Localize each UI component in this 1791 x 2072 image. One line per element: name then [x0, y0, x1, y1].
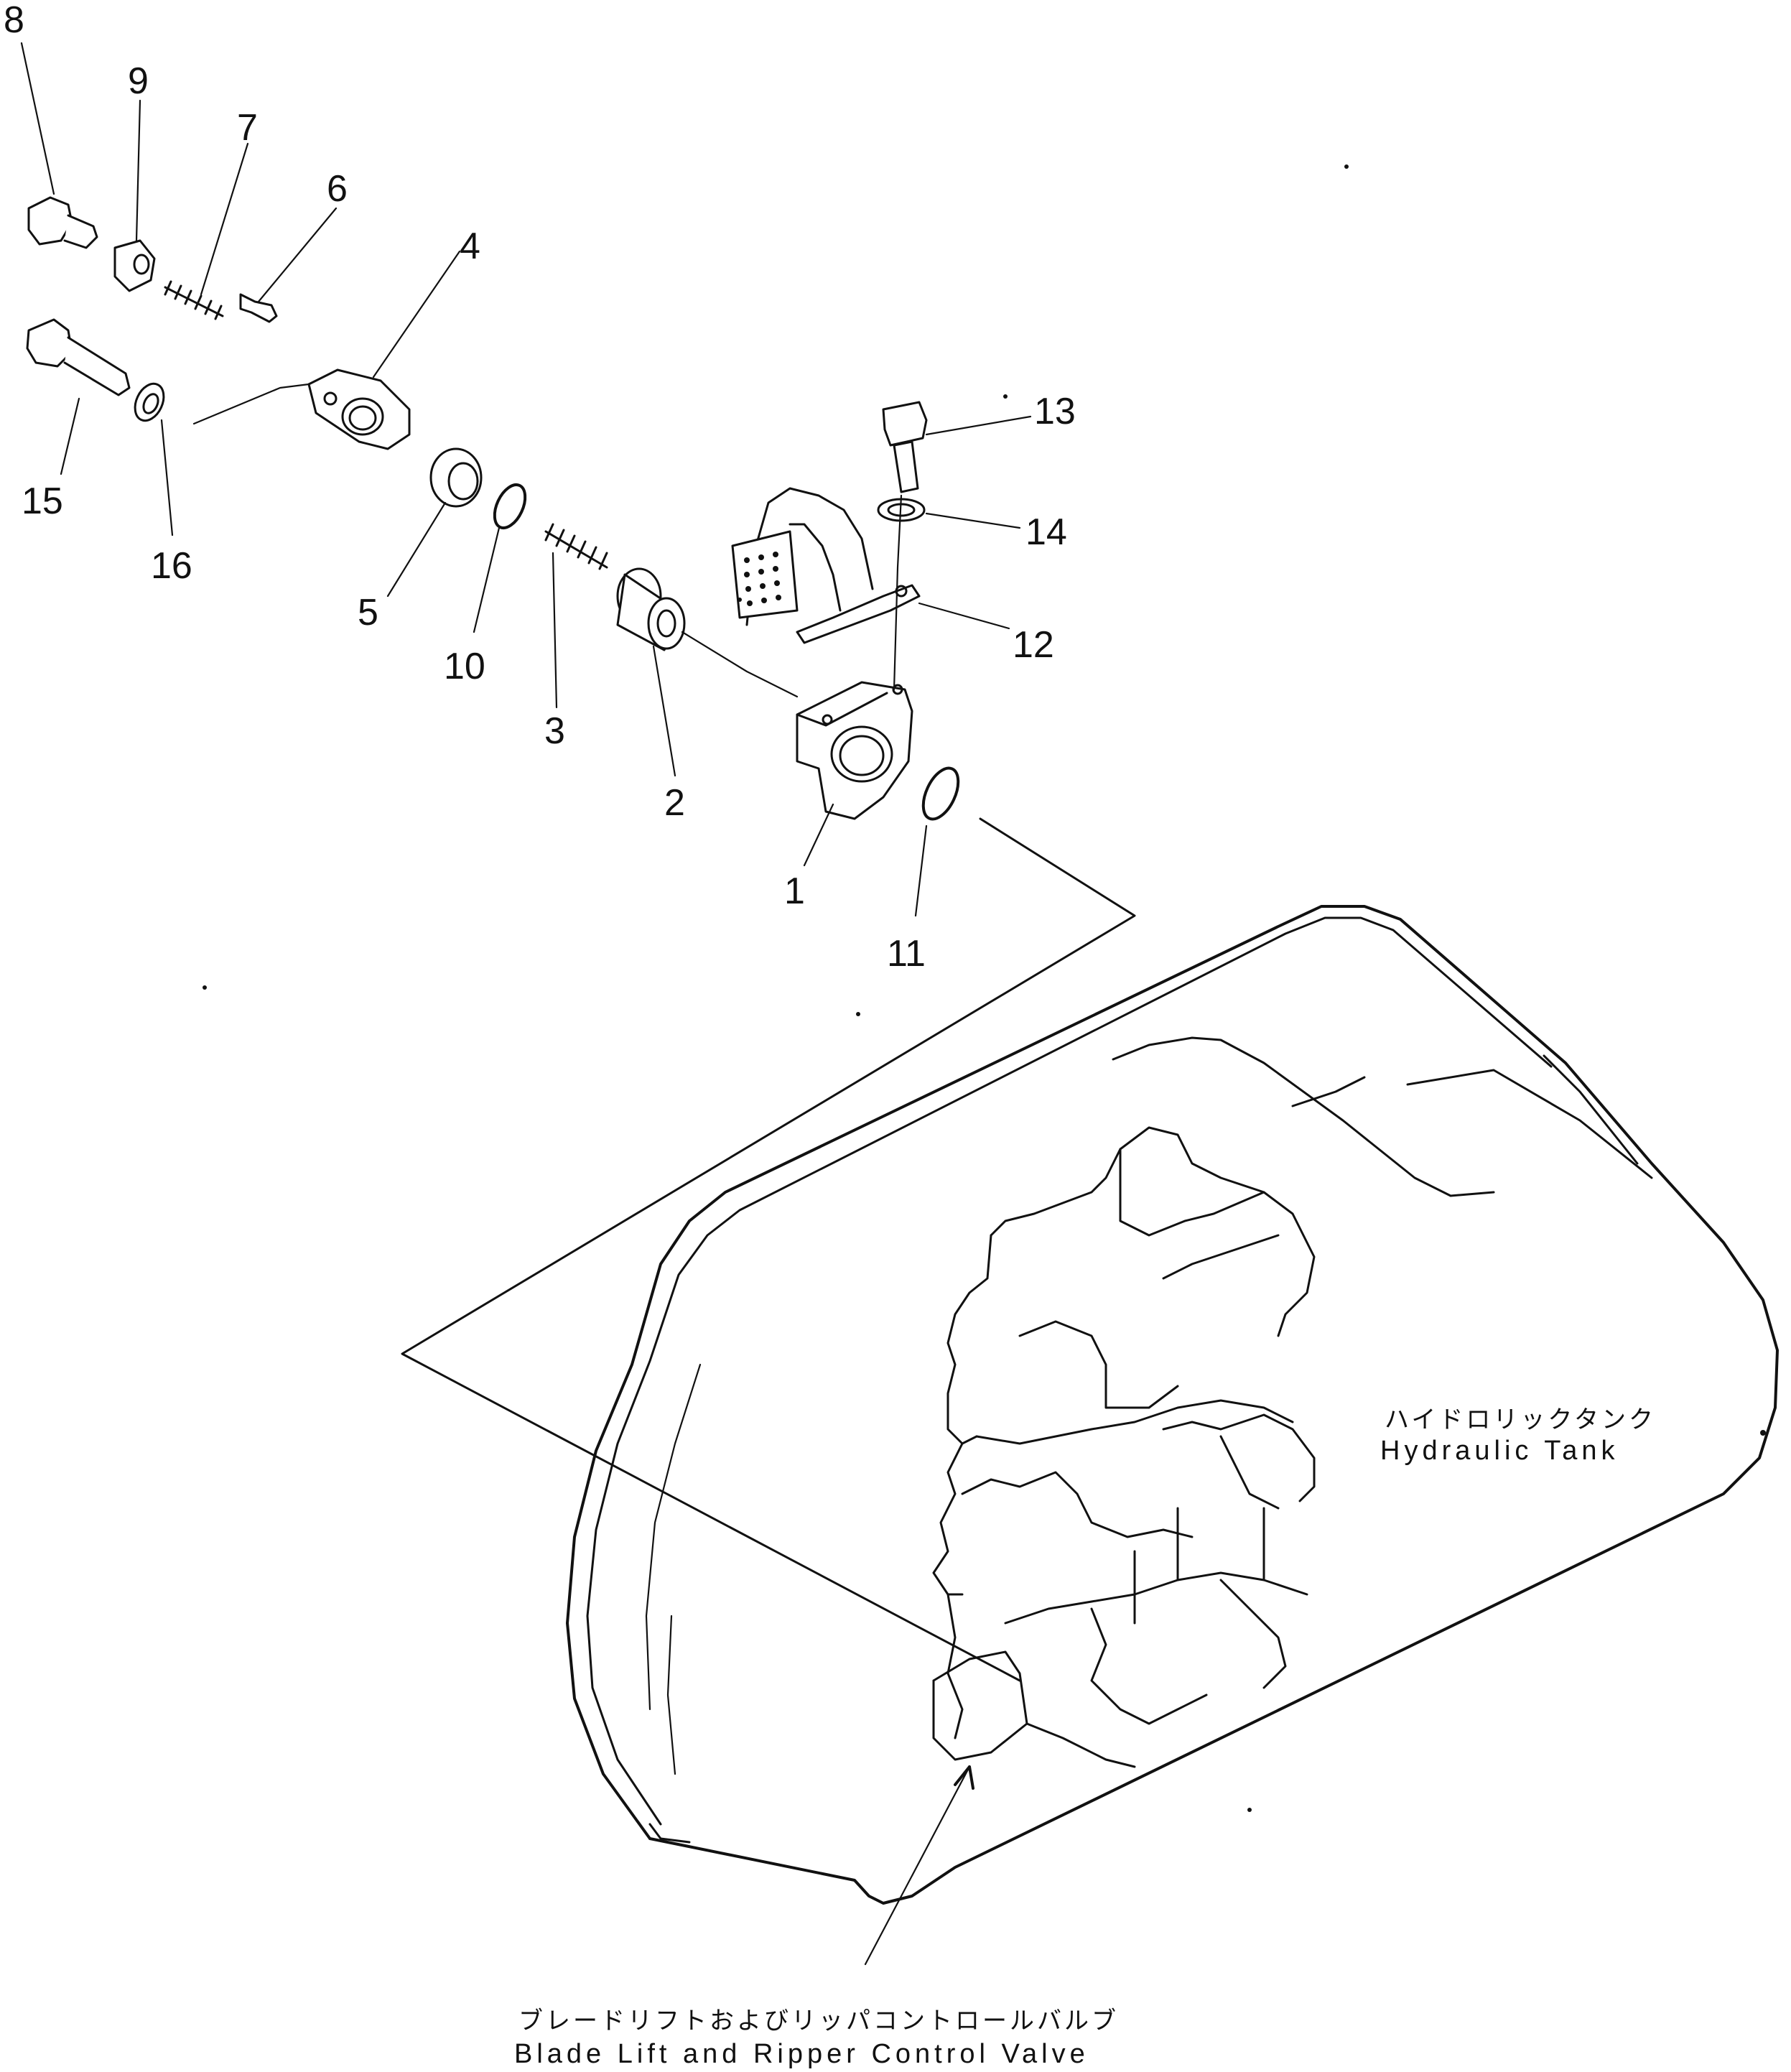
callout-3: 3 [544, 710, 565, 752]
part-2-sleeve [616, 567, 686, 651]
leader-to-tank [401, 817, 1136, 1682]
callout-4: 4 [460, 226, 480, 267]
valve-label-en: Blade Lift and Ripper Control Valve [514, 2039, 1089, 2069]
tank-label-en: Hydraulic Tank [1380, 1436, 1619, 1466]
callout-10: 10 [444, 646, 485, 687]
part-9-nut [113, 239, 156, 292]
callout-1: 1 [784, 870, 805, 912]
assembly-lines [192, 383, 903, 698]
strainer-holes [744, 552, 781, 606]
scatter-dots [203, 164, 1766, 1812]
callout-12: 12 [1013, 624, 1054, 666]
tank-label-jp: ハイドロリックタンク [1385, 1406, 1656, 1434]
callout-11: 11 [887, 933, 926, 975]
part-7-spring [164, 280, 224, 320]
valve-label-jp: ブレードリフトおよびリッパコントロールバルブ [518, 2007, 1119, 2035]
callout-2: 2 [664, 782, 685, 824]
part-11-oring [921, 766, 960, 821]
callout-5: 5 [358, 592, 378, 633]
callout-9: 9 [128, 60, 149, 102]
part-15-bolt [26, 318, 131, 396]
callout-8: 8 [4, 0, 24, 41]
part-8-plug [27, 196, 98, 249]
callout-15: 15 [22, 480, 63, 522]
callout-14: 14 [1025, 511, 1067, 553]
part-4-flange [307, 368, 411, 450]
part-6-poppet [239, 293, 278, 323]
callout-numbers: 8 9 7 6 4 13 14 12 15 16 5 10 3 2 1 11 [4, 0, 1076, 975]
callout-7: 7 [237, 107, 258, 149]
part-16-washer [134, 382, 165, 422]
part-1-block [796, 681, 913, 820]
hydraulic-tank [566, 905, 1779, 1905]
part-5-ring [429, 447, 483, 508]
control-valve [932, 1126, 1316, 1768]
part-13-bolt [882, 401, 928, 493]
callout-6: 6 [327, 168, 348, 210]
part-10-oring [493, 483, 527, 529]
callout-16: 16 [151, 545, 192, 587]
callout-13: 13 [1034, 391, 1076, 432]
callout-leaders [20, 42, 1032, 1966]
part-12-strainer [731, 487, 921, 644]
part-3-spring [544, 523, 608, 570]
